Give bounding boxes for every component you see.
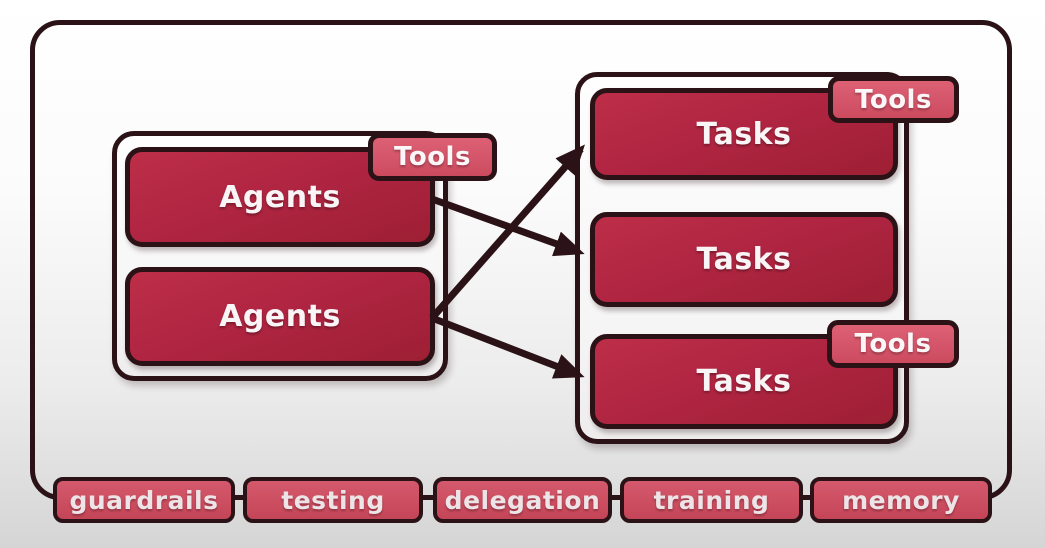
tasks-node-2: Tasks: [590, 212, 898, 307]
agents-node-2-label: Agents: [219, 299, 341, 334]
agents-node-2: Agents: [125, 267, 435, 366]
agents-tools-badge: Tools: [368, 133, 497, 181]
footer-badge-testing: testing: [243, 477, 423, 523]
tasks-node-1-label: Tasks: [696, 116, 792, 152]
tasks-node-3-label: Tasks: [696, 364, 792, 399]
agents-node-1-label: Agents: [219, 179, 341, 215]
footer-badge-memory: memory: [810, 477, 992, 523]
footer-badge-training-label: training: [653, 485, 770, 515]
footer-badge-guardrails-label: guardrails: [69, 485, 219, 515]
tasks-node-2-label: Tasks: [696, 242, 792, 277]
agents-tools-badge-label: Tools: [394, 142, 471, 172]
tasks-tools-badge-1: Tools: [828, 76, 959, 123]
footer-badge-memory-label: memory: [842, 485, 960, 515]
tasks-tools-badge-1-label: Tools: [855, 84, 932, 115]
tasks-tools-badge-3-label: Tools: [854, 329, 932, 359]
footer-badge-testing-label: testing: [281, 485, 385, 515]
footer-badge-delegation: delegation: [433, 477, 612, 523]
tasks-tools-badge-3: Tools: [827, 320, 959, 368]
footer-badge-training: training: [620, 477, 803, 523]
footer-badge-guardrails: guardrails: [53, 477, 235, 523]
footer-badge-delegation-label: delegation: [444, 485, 601, 515]
